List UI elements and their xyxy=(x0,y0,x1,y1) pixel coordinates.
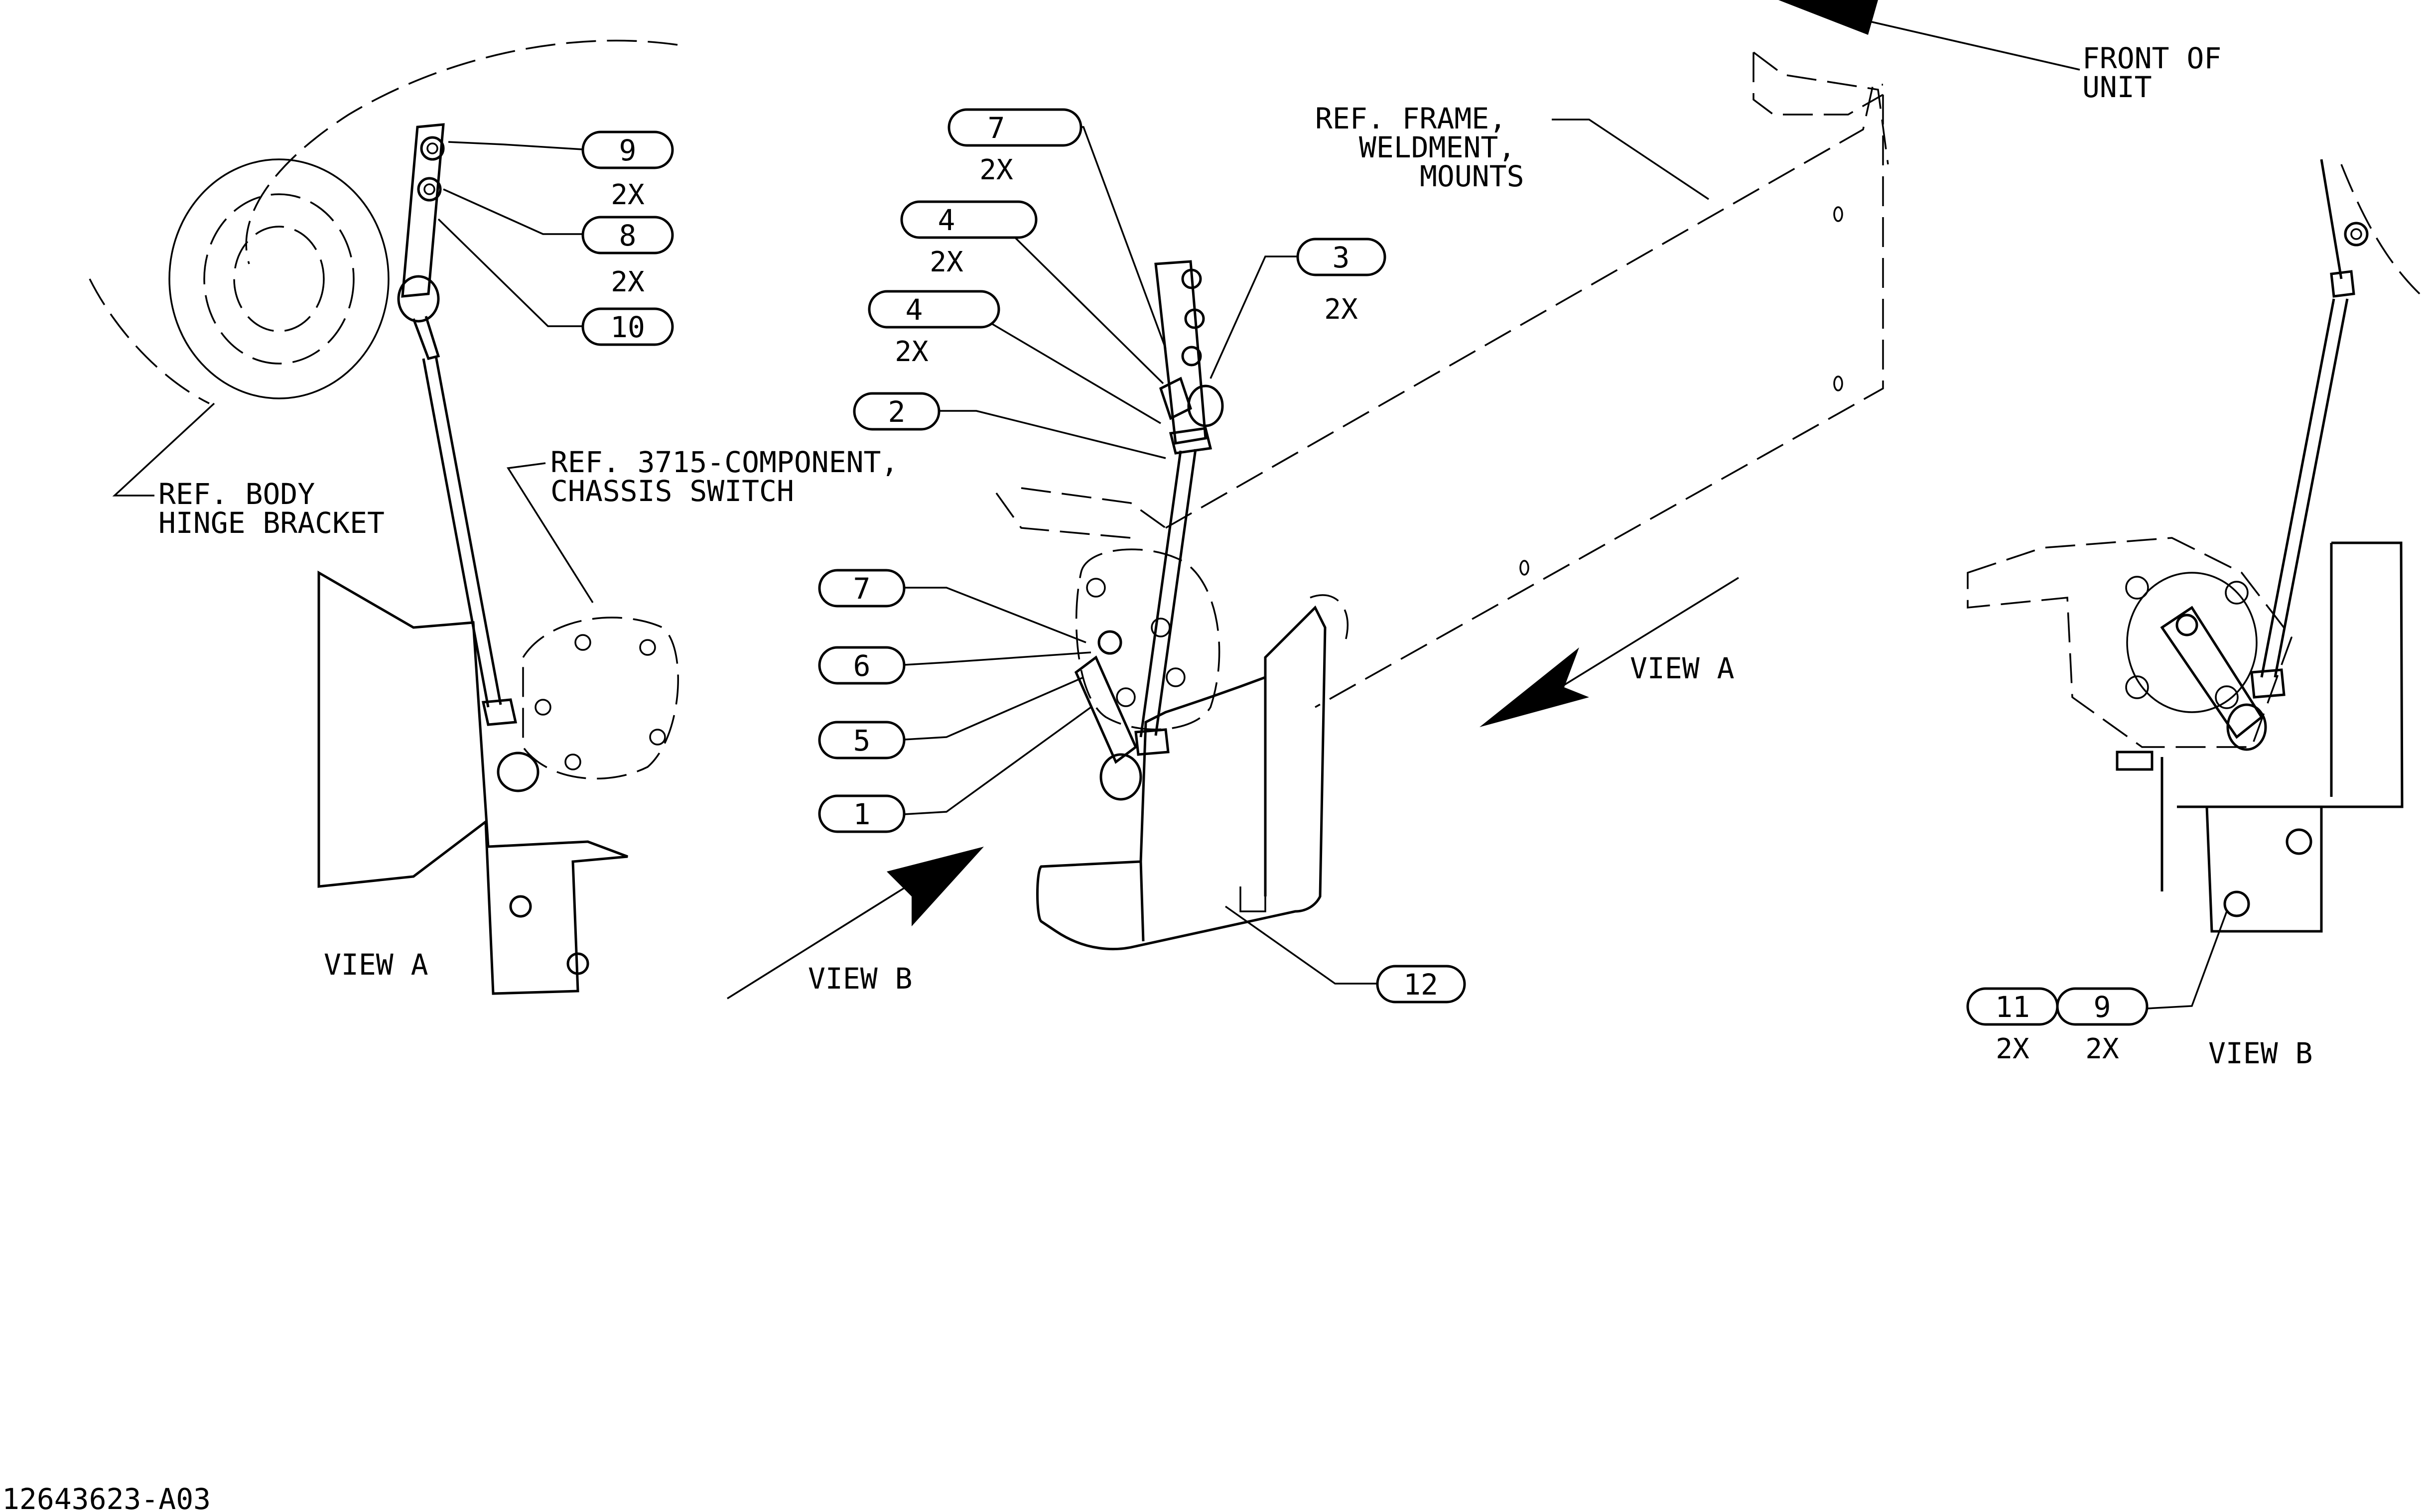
svg-text:2X: 2X xyxy=(2085,1033,2119,1065)
callout-7-lower: 7 xyxy=(818,569,906,608)
svg-text:2X: 2X xyxy=(611,179,645,211)
front-of-unit-label-2: UNIT xyxy=(2082,70,2152,104)
view-a-arrow xyxy=(1480,647,1589,727)
svg-text:9: 9 xyxy=(2094,990,2111,1024)
callout-8: 8 2X xyxy=(581,216,674,298)
svg-text:7: 7 xyxy=(853,572,871,606)
svg-text:7: 7 xyxy=(988,111,1005,145)
callout-1: 1 xyxy=(818,794,906,833)
front-of-unit-label: FRONT OF xyxy=(2082,41,2221,75)
svg-text:2X: 2X xyxy=(930,246,963,278)
callout-10: 10 xyxy=(581,307,674,346)
svg-text:2X: 2X xyxy=(979,154,1013,186)
svg-text:5: 5 xyxy=(853,724,871,757)
callout-bubbles: 9 2X 8 2X 10 7 2X 4 2X 4 2X 3 xyxy=(581,108,2149,1065)
svg-text:10: 10 xyxy=(610,310,645,344)
drawing-number: 12643623-A03 xyxy=(2,1482,211,1512)
svg-text:2X: 2X xyxy=(1996,1033,2029,1065)
callout-9-left: 9 2X xyxy=(581,130,674,211)
callout-6: 6 xyxy=(818,646,906,685)
view-b-label-right: VIEW B xyxy=(2208,1036,2313,1070)
switch-reference-label-2: CHASSIS SWITCH xyxy=(550,474,794,508)
callout-11: 11 2X xyxy=(1966,987,2059,1065)
callout-2: 2 xyxy=(853,392,941,431)
svg-text:2X: 2X xyxy=(611,266,645,298)
body-reference-label: REF. BODY xyxy=(158,477,315,511)
view-a-label-left: VIEW A xyxy=(324,948,428,982)
svg-text:3: 3 xyxy=(1333,241,1350,274)
svg-text:2: 2 xyxy=(888,395,906,429)
svg-text:2X: 2X xyxy=(1324,293,1358,326)
svg-text:11: 11 xyxy=(1995,990,2030,1024)
callout-9-right: 9 2X xyxy=(2056,987,2149,1065)
callout-4-lower: 4 2X xyxy=(868,290,1000,368)
callout-4-upper: 4 2X xyxy=(900,200,1038,278)
main-assembly-view xyxy=(995,51,1889,951)
svg-text:4: 4 xyxy=(906,293,923,327)
callout-12: 12 xyxy=(1376,965,1466,1004)
front-arrow xyxy=(1778,0,1878,35)
callout-5: 5 xyxy=(818,721,906,759)
reference-labels: FRONT OF UNIT REF. FRAME, WELDMENT, MOUN… xyxy=(2,41,2313,1512)
svg-text:4: 4 xyxy=(938,203,955,237)
frame-reference-label: REF. FRAME, xyxy=(1315,102,1506,135)
svg-text:9: 9 xyxy=(619,133,637,167)
view-b-detail xyxy=(1967,159,2425,933)
body-reference-label-2: HINGE BRACKET xyxy=(158,506,385,540)
svg-text:12: 12 xyxy=(1403,968,1438,1002)
callout-7-top: 7 2X xyxy=(947,108,1082,186)
switch-reference-label: REF. 3715-COMPONENT, xyxy=(550,445,898,479)
frame-reference-label-3: MOUNTS xyxy=(1420,159,1524,193)
callout-3: 3 2X xyxy=(1296,238,1386,326)
frame-reference-label-2: WELDMENT, xyxy=(1359,130,1515,164)
leader-lines xyxy=(112,0,2228,1009)
svg-text:2X: 2X xyxy=(895,336,929,368)
view-a-label-arrow: VIEW A xyxy=(1630,651,1735,685)
view-b-label-main: VIEW B xyxy=(808,962,913,996)
svg-text:6: 6 xyxy=(853,649,871,683)
svg-text:8: 8 xyxy=(619,219,637,252)
view-a-detail xyxy=(89,39,679,995)
svg-text:1: 1 xyxy=(853,797,871,831)
view-b-arrow xyxy=(887,847,984,926)
